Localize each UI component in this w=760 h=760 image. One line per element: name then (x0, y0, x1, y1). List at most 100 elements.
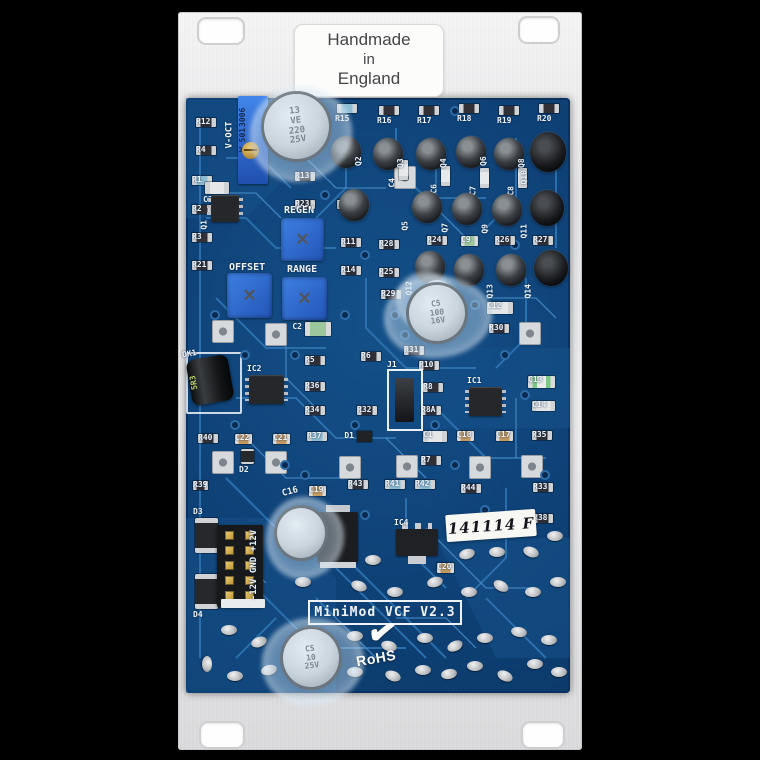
diode: D4 (193, 574, 218, 619)
handmade-sticker: Handmade in England (294, 24, 444, 97)
mounting-slot-bottom-left (199, 721, 245, 749)
cmp-via (512, 242, 518, 248)
cmp-r11: R11 (341, 238, 361, 247)
cmp-via (452, 108, 458, 114)
cmp-r20: R20 (537, 104, 559, 123)
cmp-r39: R39 (193, 480, 208, 490)
cmp-r12: R12 (196, 118, 216, 127)
transistor: Q11 (519, 190, 564, 238)
mount-pad (469, 456, 491, 479)
solder-pad (221, 625, 237, 635)
solder-pad (295, 577, 311, 587)
cmp-via (282, 462, 288, 468)
glue-blob (384, 276, 492, 358)
cmp-r17: R17 (417, 106, 439, 125)
silk-voct: V-OCT (224, 121, 235, 149)
header-pin (245, 591, 254, 600)
cmp-c7: C7 (469, 168, 489, 196)
cmp-r6: R6 (361, 352, 381, 361)
cmp-via (302, 472, 308, 478)
cmp-c22: C22 (235, 434, 252, 444)
cmp-r40: R40 (198, 434, 218, 443)
glue-blob (262, 618, 364, 706)
cmp-r10: R10 (419, 361, 439, 370)
solder-pad (415, 665, 431, 675)
ic2: IC2 (245, 365, 288, 404)
cmp-via (402, 332, 408, 338)
cmp-r28: R28 (379, 240, 399, 249)
board-name: MiniMod VCF V2.3 (308, 600, 462, 625)
cmp-c19: C19 (309, 486, 326, 496)
header-pin (225, 561, 234, 570)
mount-pad (396, 455, 418, 478)
j1-jumper: J1 (387, 361, 423, 431)
cmp-r29: R29 (381, 290, 401, 299)
cmp-c8: C8 (507, 168, 527, 196)
mounting-slot-top-right (518, 16, 560, 44)
sticker-line-3: England (337, 69, 401, 89)
cmp-r21: R21 (192, 261, 212, 270)
cmp-c13: C13 (528, 376, 555, 388)
cmp-r5: R5 (305, 356, 325, 365)
header-pin (245, 531, 254, 540)
cmp-c1: C1 (423, 431, 447, 442)
cmp-r31: R31 (404, 346, 424, 355)
solder-pad (202, 656, 212, 672)
header-pin (245, 546, 254, 555)
cmp-c20: C20 (437, 563, 454, 573)
solder-pad (349, 578, 369, 594)
cmp-r19: R19 (497, 106, 519, 125)
mount-pad (519, 322, 541, 345)
cmp-via (352, 422, 358, 428)
cmp-via (522, 392, 528, 398)
solder-pad (347, 667, 363, 677)
solder-pad (521, 544, 541, 560)
transistor: Q5 (401, 191, 442, 231)
cmp-via (232, 422, 238, 428)
solder-pad (541, 635, 557, 645)
sticker-line-2: in (363, 50, 375, 68)
cmp-via (212, 312, 218, 318)
solder-pad (467, 661, 483, 671)
silk-range: RANGE (287, 264, 318, 275)
cmp-r26: R26 (495, 236, 515, 245)
solder-pad (525, 587, 541, 597)
cmp-r24: R24 (427, 236, 447, 245)
cmp-c2: C2 (292, 322, 331, 336)
cmp-r38: R38 (533, 514, 553, 523)
cmp-r27: R27 (533, 236, 553, 245)
transistor: Q14 (523, 250, 568, 298)
cmp-c6: C6 (430, 166, 450, 194)
cmp-r35: R35 (532, 431, 552, 440)
cmp-r14: R14 (341, 266, 361, 275)
cmp-r2: R2 (192, 205, 212, 214)
cmp-r41: R41 (385, 480, 405, 489)
cmp-c9: C9 (461, 236, 478, 246)
cmp-via (472, 302, 478, 308)
cmp-via (362, 252, 368, 258)
regulator (318, 505, 358, 568)
mount-pad (212, 451, 234, 474)
cmp-r23: R23 (295, 200, 315, 209)
cmp-c14: C14 (532, 401, 555, 411)
cmp-via (322, 192, 328, 198)
transistor: Q12 (404, 251, 445, 295)
cmp-r44: R44 (461, 484, 481, 493)
transistor: Q6 (456, 136, 488, 168)
cmp-via (362, 512, 368, 518)
cmp-r36: R36 (305, 382, 325, 391)
header-pin (245, 576, 254, 585)
cmp-via (482, 507, 488, 513)
transistor: Q16 (443, 254, 484, 298)
mounting-slot-top-left (197, 17, 245, 45)
cmp-r18: R18 (457, 104, 479, 123)
glue-blob (266, 497, 344, 579)
power-header (217, 525, 263, 607)
cmp-r8: R8 (423, 383, 443, 392)
sticker-line-1: Handmade (327, 30, 411, 49)
cmp-r8a: R8A (421, 406, 441, 415)
solder-pad (551, 667, 567, 677)
